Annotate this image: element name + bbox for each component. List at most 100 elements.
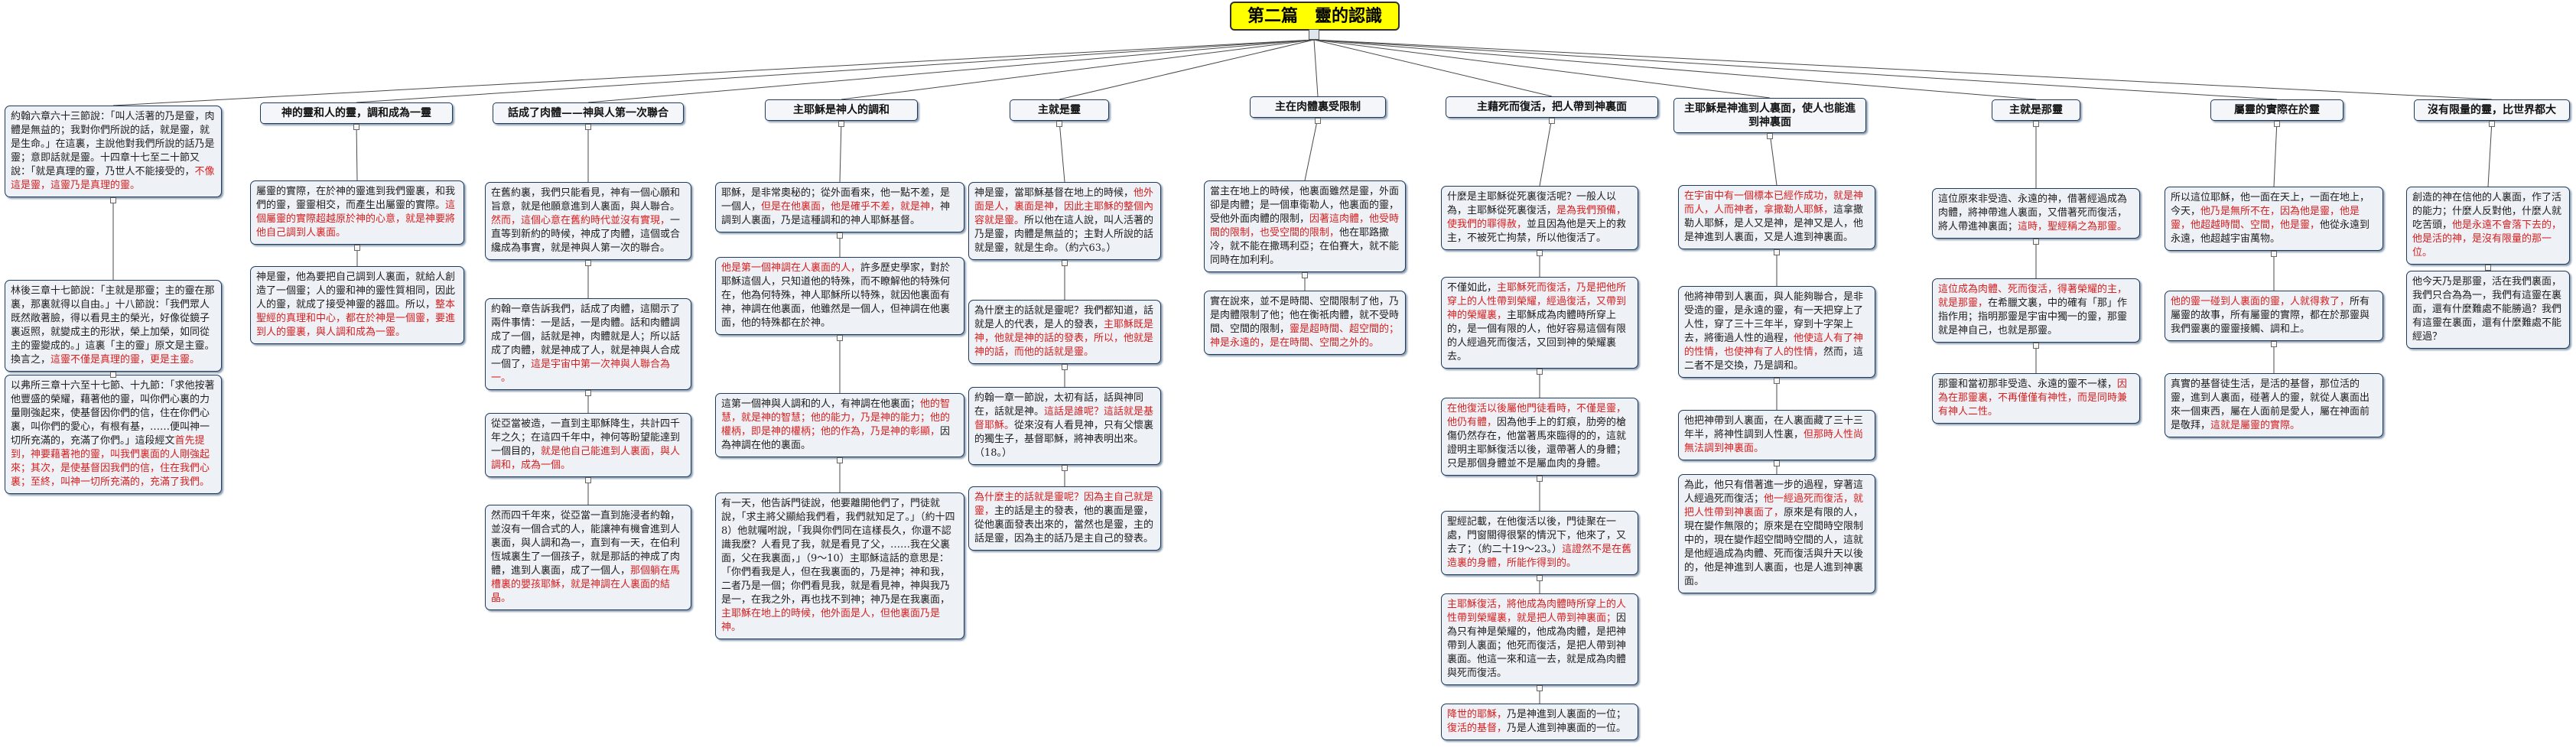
note-box[interactable]: 在宇宙中有一個標本已經作成功，就是神而人，人而神者，拿撒勒人耶穌，這拿撒勒人耶穌… <box>1678 185 1875 249</box>
collapse-toggle-icon[interactable] <box>1537 685 1543 691</box>
note-box[interactable]: 他今天乃是那靈，活在我們裏面，我們只合為為一，我們有這靈在裏面，還有什麼難處不能… <box>2406 271 2570 349</box>
note-box[interactable]: 以弗所三章十六至十七節、十九節：「求他按著他豐盛的榮耀，藉著他的靈，叫你們心裏的… <box>5 375 222 494</box>
collapse-toggle-icon[interactable] <box>1537 250 1543 256</box>
collapse-toggle-icon[interactable] <box>585 124 591 130</box>
connector-line <box>1313 39 1771 99</box>
note-box[interactable]: 他把神帶到人裏面，在人裏面藏了三十三年半，將神性調到人性裏，但那時人性尚無法調到… <box>1678 410 1875 460</box>
note-box[interactable]: 從亞當被造，一直到主耶穌降生，共計四千年之久；在這四千年中，神何等盼望能達到一個… <box>485 413 691 477</box>
note-text: 乃是人進到神裏面的一位。 <box>1507 723 1627 734</box>
note-text: 所以這位耶穌，他一面在天上，一面在地上，今天， <box>2171 192 2370 217</box>
note-box[interactable]: 在他復活以後屬他門徒看時，不僅是靈，他仍有體，因為他手上的釘痕，肋旁的槍傷仍然存… <box>1441 398 1638 476</box>
note-box[interactable]: 所以這位耶穌，他一面在天上，一面在地上，今天，他乃是無所不在，因為他是靈，他是靈… <box>2165 187 2383 251</box>
note-box[interactable]: 在舊約裏，我們只能看見，神有一個心願和旨意，就是他願意進到人裏面，與人聯合。然而… <box>485 182 691 260</box>
note-text: 因為只有神是榮耀的，他成為肉體，是把神帶到人裏面；他死而復活，是把人帶到神裏面。… <box>1447 613 1627 679</box>
collapse-toggle-icon[interactable] <box>2033 121 2039 127</box>
note-text: 約翰六章六十三節說：「叫人活著的乃是靈，肉體是無益的；我對你們所說的話，就是靈，… <box>11 111 215 177</box>
note-box[interactable]: 當主在地上的時候，他裏面雖然是靈，外面卻是肉體；是一個車衛勒人，他裏面的靈，受他… <box>1204 180 1406 272</box>
collapse-toggle-icon[interactable] <box>2485 265 2491 271</box>
note-box[interactable]: 約翰六章六十三節說：「叫人活著的乃是靈，肉體是無益的；我對你們所說的話，就是靈，… <box>5 106 222 197</box>
collapse-toggle-icon[interactable] <box>1302 272 1308 278</box>
note-box[interactable]: 然而四千年來，從亞當一直到施浸者約翰，並沒有一個合式的人，能讓神有機會進到人裏面… <box>485 505 691 610</box>
collapse-toggle-icon[interactable] <box>1774 460 1780 466</box>
branch-heading[interactable]: 沒有限量的靈，比世界都大 <box>2414 99 2570 121</box>
note-box[interactable]: 聖經記載，在他復活以後，門徒聚在一處，門窗關得很緊的情況下，他來了，又去了；（約… <box>1441 511 1638 575</box>
note-box[interactable]: 那靈和當初那非受造、永遠的靈不一樣，因為在那靈裏，不再僅僅有神性，而是同時兼有神… <box>1932 373 2140 424</box>
connector-line <box>2273 120 2278 187</box>
collapse-toggle-icon[interactable] <box>2033 343 2039 349</box>
note-box[interactable]: 主耶穌復活，將他成為肉體時所穿上的人性帶到榮耀裏，就是把人帶到神裏面；因為只有神… <box>1441 593 1638 685</box>
collapse-toggle-icon[interactable] <box>2033 239 2039 245</box>
note-box[interactable]: 屬靈的實際，在於神的靈進到我們靈裏，和我們的靈，靈靈相交，而產生出屬靈的實際。這… <box>250 180 464 245</box>
note-box[interactable]: 創造的神在信他的人裏面，作了活的能力；什麼人反對他，什麼人就吃苦頭，他是永遠不會… <box>2406 187 2570 265</box>
note-text: 神是靈，當耶穌基督在地上的時候， <box>974 187 1134 199</box>
note-box[interactable]: 這位原來非受造、永遠的神，借著經過成為肉體，將神帶進人裏面，又借著死而復活，將人… <box>1932 188 2140 239</box>
collapse-toggle-icon[interactable] <box>2489 121 2495 127</box>
note-box[interactable]: 他將神帶到人裏面，與人能夠聯合，是非受造的靈，是永遠的靈，有一天把穿上了人性，穿… <box>1678 286 1875 378</box>
note-text: 他在耶路撒冷，就不能在撒瑪利亞；在伯賽大，就不能同時在加利利。 <box>1210 227 1400 266</box>
collapse-toggle-icon[interactable] <box>838 121 844 127</box>
branch-heading[interactable]: 屬靈的實際在於靈 <box>2210 99 2343 121</box>
note-box[interactable]: 為什麼主的話就是靈呢？我們都知道，話就是人的代表，是人的發表，主耶穌既是神，他就… <box>968 300 1161 364</box>
branch-heading[interactable]: 主耶穌是神進到人裏面，使人也能進到神裏面 <box>1673 98 1866 133</box>
branch-heading[interactable]: 主就是靈 <box>1010 99 1109 121</box>
main-topic[interactable]: 第二篇 靈的認識 <box>1230 2 1400 31</box>
branch-heading[interactable]: 主就是那靈 <box>1992 99 2080 121</box>
highlighted-text: 他外面是人，裏面是神，因此主耶穌的整個內容就是靈。 <box>974 187 1154 226</box>
note-text: 所以他在這人說，叫人活著的乃是靈，肉體是無益的；主對人所說的話就是靈，就是生命。… <box>974 215 1154 254</box>
branch-heading[interactable]: 神的靈和人的靈，調和成為一靈 <box>260 102 453 124</box>
collapse-toggle-icon[interactable] <box>837 232 843 239</box>
note-box[interactable]: 為此，他只有借著進一步的過程，穿著這人經過死而復活；他一經過死而復活，就把人性帶… <box>1678 474 1875 593</box>
collapse-toggle-icon[interactable] <box>1537 369 1543 375</box>
note-box[interactable]: 這位成為肉體、死而復活，得著榮耀的主，就是那靈，在希臘文裏，中的確有「那」作指作… <box>1932 278 2140 343</box>
note-box[interactable]: 為什麼主的話就是靈呢？因為主自己就是靈，主的話是主的發表，他的裏面是靈，從他裏面… <box>968 486 1161 551</box>
collapse-toggle-icon[interactable] <box>354 245 360 251</box>
collapse-toggle-icon[interactable] <box>1537 476 1543 482</box>
collapse-toggle-icon[interactable] <box>2271 251 2277 257</box>
note-box[interactable]: 他是第一個神調在人裏面的人，許多歷史學家，對於耶穌這個人，只知道他的特殊，而不瞭… <box>715 257 964 335</box>
highlighted-text: 那個躺在馬槽裏的嬰孩耶穌，就是神調在人裏面的結晶。 <box>491 565 681 604</box>
branch-heading[interactable]: 主在肉體裏受限制 <box>1250 96 1386 118</box>
connector-line <box>356 39 1315 103</box>
collapse-toggle-icon[interactable] <box>2271 341 2277 347</box>
note-box[interactable]: 有一天，他告訴門徒說，他要離開他們了，門徒就說，「求主將父顯給我們看，我們就知足… <box>715 492 964 639</box>
collapse-toggle-icon[interactable] <box>1062 465 1068 471</box>
highlighted-text: 這時，聖經稱之為那靈。 <box>2018 221 2128 232</box>
branch-heading[interactable]: 話成了肉體——神與人第一次聯合 <box>493 102 684 124</box>
note-box[interactable]: 約翰一章告訴我們，話成了肉體，這關示了兩件事情：一是話，一是肉體。話和肉體調成了… <box>485 298 691 390</box>
note-box[interactable]: 他的靈一碰到人裏面的靈，人就得救了，所有屬靈的故事，所有屬靈的實際，都在於那靈與… <box>2165 291 2383 341</box>
collapse-toggle-icon[interactable] <box>1549 118 1555 124</box>
collapse-toggle-icon[interactable] <box>1056 121 1062 127</box>
note-box[interactable]: 這第一個神與人調和的人，有神調在他裏面；他的智慧，就是神的智慧；他的能力，乃是神… <box>715 393 964 457</box>
note-box[interactable]: 真實的基督徒生活，是活的基督，那位活的靈，進到人裏面，碰著人的靈，就從人裏面出來… <box>2165 373 2383 437</box>
note-box[interactable]: 不僅如此，主耶穌死而復活，乃是把他所穿上的人性帶到榮耀，經過復活，又帶到神的榮耀… <box>1441 277 1638 369</box>
collapse-toggle-icon[interactable] <box>585 260 591 266</box>
highlighted-text: 這靈不僅是真理的靈，更是主靈。 <box>50 354 200 366</box>
note-box[interactable]: 神是靈，他為要把自己調到人裏面，就給人創造了一個靈；人的靈和神的靈性質相同，因此… <box>250 266 464 344</box>
collapse-toggle-icon[interactable] <box>837 457 843 463</box>
collapse-toggle-icon[interactable] <box>1537 575 1543 581</box>
collapse-toggle-icon[interactable] <box>353 124 359 130</box>
note-box[interactable]: 神是靈，當耶穌基督在地上的時候，他外面是人，裏面是神，因此主耶穌的整個內容就是靈… <box>968 182 1161 260</box>
collapse-toggle-icon[interactable] <box>1767 133 1773 139</box>
collapse-toggle-icon[interactable] <box>1774 378 1780 384</box>
collapse-toggle-icon[interactable] <box>837 335 843 341</box>
collapse-toggle-icon[interactable] <box>1774 249 1780 255</box>
collapse-toggle-icon[interactable] <box>1062 260 1068 266</box>
collapse-toggle-icon[interactable] <box>2274 121 2280 127</box>
collapse-toggle-icon[interactable] <box>1315 118 1321 124</box>
collapse-toggle-icon[interactable] <box>1062 364 1068 370</box>
note-text: 當主在地上的時候，他裏面雖然是靈，外面卻是肉體；是一個車衛勒人，他裏面的靈，受他… <box>1210 186 1400 225</box>
note-box[interactable]: 林後三章十七節說：「主就是那靈；主的靈在那裏，那裏就得以自由。」十八節說：「我們… <box>5 280 222 372</box>
note-box[interactable]: 什麼是主耶穌從死裏復活呢？一般人以為，主耶穌從死裏復活，是為我們預備，使我們的罪… <box>1441 186 1638 250</box>
collapse-toggle-icon[interactable] <box>110 372 116 378</box>
branch-heading[interactable]: 主耶穌是神人的調和 <box>765 99 918 121</box>
note-box[interactable]: 耶穌，是非常奧秘的；從外面看來，他一點不差，是一個人，但是在他裏面，他是確乎不差… <box>715 182 964 232</box>
note-box[interactable]: 降世的耶穌，乃是神進到人裏面的一位；復活的基督，乃是人進到神裏面的一位。 <box>1441 704 1638 740</box>
branch-heading[interactable]: 主藉死而復活，把人帶到神裏面 <box>1446 96 1658 118</box>
collapse-toggle-icon[interactable] <box>585 477 591 483</box>
note-box[interactable]: 約翰一章一節說，太初有話，話與神同在，話就是神。這話是誰呢？這話就是基督耶穌。從… <box>968 387 1161 465</box>
collapse-toggle-icon[interactable] <box>110 197 116 203</box>
collapse-toggle-icon[interactable] <box>585 390 591 396</box>
connector-line <box>1059 120 1065 183</box>
note-box[interactable]: 實在說來，並不是時間、空間限制了他，乃是肉體限制了他；他在衡祇肉體，就不受時間、… <box>1204 291 1406 355</box>
